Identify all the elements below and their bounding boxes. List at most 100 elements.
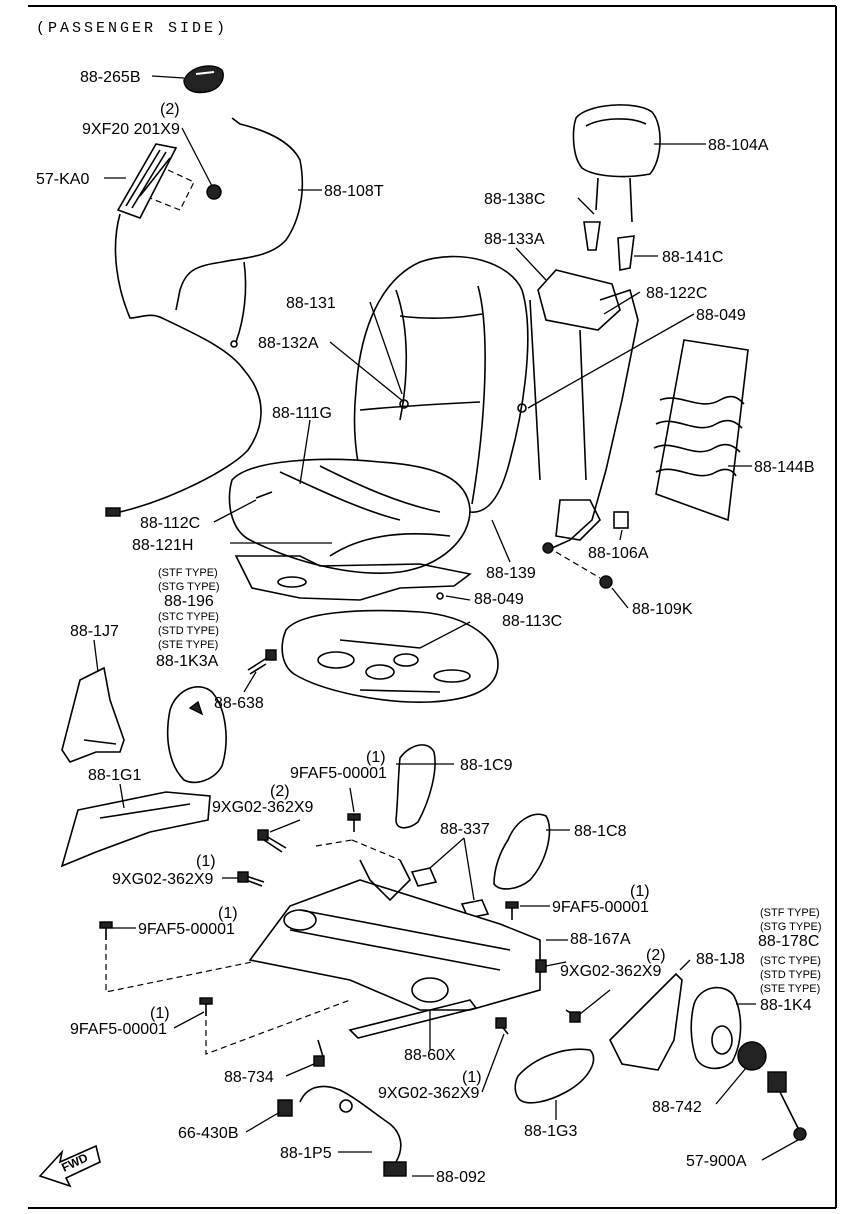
label-9faf5-qty-2: (1)	[630, 883, 650, 900]
label-stf-type-2: (STF TYPE)	[760, 907, 820, 919]
label-88-104a: 88-104A	[708, 137, 769, 154]
label-88-112c: 88-112C	[140, 515, 200, 532]
label-88-1k3a: 88-1K3A	[156, 653, 219, 670]
label-88-1c8: 88-1C8	[574, 823, 627, 840]
label-9faf5-qty-3: (1)	[218, 905, 238, 922]
part-88-742-knob	[737, 1041, 767, 1071]
label-88-1g1: 88-1G1	[88, 767, 141, 784]
part-88-109k	[555, 551, 613, 589]
label-88-132a: 88-132A	[258, 335, 319, 352]
label-88-133a: 88-133A	[484, 231, 545, 248]
label-88-108t: 88-108T	[324, 183, 384, 200]
label-stg-type-1: (STG TYPE)	[158, 581, 220, 593]
label-9faf5-1: 9FAF5-00001	[290, 765, 387, 782]
label-88-1g3: 88-1G3	[524, 1123, 577, 1140]
part-88-144b-spring	[653, 339, 749, 522]
label-9xg02-3: 9XG02-362X9	[560, 963, 662, 980]
label-88-1j8: 88-1J8	[696, 951, 745, 968]
label-9faf5-qty-4: (1)	[150, 1005, 170, 1022]
label-9xg02-4: 9XG02-362X9	[378, 1085, 480, 1102]
part-88-1c8-cover	[493, 813, 551, 890]
caption: (PASSENGER SIDE)	[36, 20, 228, 37]
label-std-type-2: (STD TYPE)	[760, 969, 821, 981]
part-88-265b	[183, 65, 224, 94]
part-88-121h-pad	[234, 555, 472, 601]
label-88-049-upper: 88-049	[696, 307, 746, 324]
label-stc-type-2: (STC TYPE)	[760, 955, 821, 967]
part-88-1j7-cover	[61, 666, 125, 763]
label-88-131: 88-131	[286, 295, 336, 312]
label-88-139: 88-139	[486, 565, 536, 582]
label-9xf20: 9XF20 201X9	[82, 121, 180, 138]
label-9xg02-qty-4: (1)	[462, 1069, 482, 1086]
label-9xg02-1: 9XG02-362X9	[212, 799, 314, 816]
label-57-900a: 57-900A	[686, 1153, 747, 1170]
label-9xg02-2: 9XG02-362X9	[112, 871, 214, 888]
label-88-1k4: 88-1K4	[760, 997, 812, 1014]
label-stc-type-1: (STC TYPE)	[158, 611, 219, 623]
label-88-1c9: 88-1C9	[460, 757, 513, 774]
label-ste-type-1: (STE TYPE)	[158, 639, 218, 651]
label-88-121h: 88-121H	[132, 537, 193, 554]
part-seatback-frame	[517, 269, 639, 554]
label-9faf5-qty-1: (1)	[366, 749, 386, 766]
part-88-106a	[613, 511, 629, 529]
label-88-113c: 88-113C	[502, 613, 562, 630]
label-88-106a: 88-106A	[588, 545, 649, 562]
label-88-196: 88-196	[164, 593, 214, 610]
part-88-112c-cushion	[228, 458, 471, 574]
part-88-111g-seatback	[353, 255, 529, 513]
label-88-141c: 88-141C	[662, 249, 723, 266]
label-9faf5-2: 9FAF5-00001	[552, 899, 649, 916]
label-88-337: 88-337	[440, 821, 490, 838]
label-88-049-lower: 88-049	[474, 591, 524, 608]
callout-labels: 88-265B (2) 9XF20 201X9 57-KA0 88-108T 8…	[36, 69, 822, 1186]
part-88-1c9-cover	[395, 744, 436, 829]
part-57-900a-buckle	[767, 1071, 807, 1141]
label-88-1j7: 88-1J7	[70, 623, 119, 640]
label-88-178c: 88-178C	[758, 933, 819, 950]
part-guides	[583, 221, 635, 271]
label-88-638: 88-638	[214, 695, 264, 712]
label-88-167a: 88-167A	[570, 931, 631, 948]
part-88-1j8-cover	[609, 972, 683, 1071]
label-88-742: 88-742	[652, 1099, 702, 1116]
part-88-104a-headrest	[572, 104, 661, 223]
label-9faf5-3: 9FAF5-00001	[138, 921, 235, 938]
part-57-ka0-airbag	[105, 143, 262, 517]
label-88-138c: 88-138C	[484, 191, 545, 208]
label-88-60x: 88-60X	[404, 1047, 456, 1064]
label-stf-type-1: (STF TYPE)	[158, 567, 218, 579]
part-88-638	[247, 649, 277, 675]
label-88-265b: 88-265B	[80, 69, 141, 86]
label-57-ka0: 57-KA0	[36, 171, 89, 188]
label-ste-type-2: (STE TYPE)	[760, 983, 820, 995]
label-9xg02-qty-3: (2)	[646, 947, 666, 964]
label-88-092: 88-092	[436, 1169, 486, 1186]
part-88-113c-pan	[281, 609, 499, 703]
label-stg-type-2: (STG TYPE)	[760, 921, 822, 933]
part-88-1g1-cover	[60, 791, 211, 868]
part-88-1g3-cover	[514, 1048, 595, 1104]
label-9xg02-qty-2: (1)	[196, 853, 216, 870]
part-88-108t-cable	[175, 117, 304, 348]
label-9xf20-qty: (2)	[160, 101, 180, 118]
label-88-1p5: 88-1P5	[280, 1145, 332, 1162]
part-fasteners	[99, 813, 581, 1067]
label-9xg02-qty-1: (2)	[270, 783, 290, 800]
label-88-144b: 88-144B	[754, 459, 815, 476]
label-9faf5-4: 9FAF5-00001	[70, 1021, 167, 1038]
part-88-1k3a-cover	[166, 686, 227, 784]
leader-lines	[93, 75, 799, 1177]
part-88-1p5-harness	[277, 1085, 407, 1177]
label-88-734: 88-734	[224, 1069, 274, 1086]
part-88-1k4-cover	[690, 986, 742, 1070]
label-88-122c: 88-122C	[646, 285, 707, 302]
fwd-arrow-icon: FWD	[38, 1144, 101, 1188]
label-88-109k: 88-109K	[632, 601, 693, 618]
label-std-type-1: (STD TYPE)	[158, 625, 219, 637]
label-66-430b: 66-430B	[178, 1125, 239, 1142]
label-88-111g: 88-111G	[272, 405, 332, 422]
